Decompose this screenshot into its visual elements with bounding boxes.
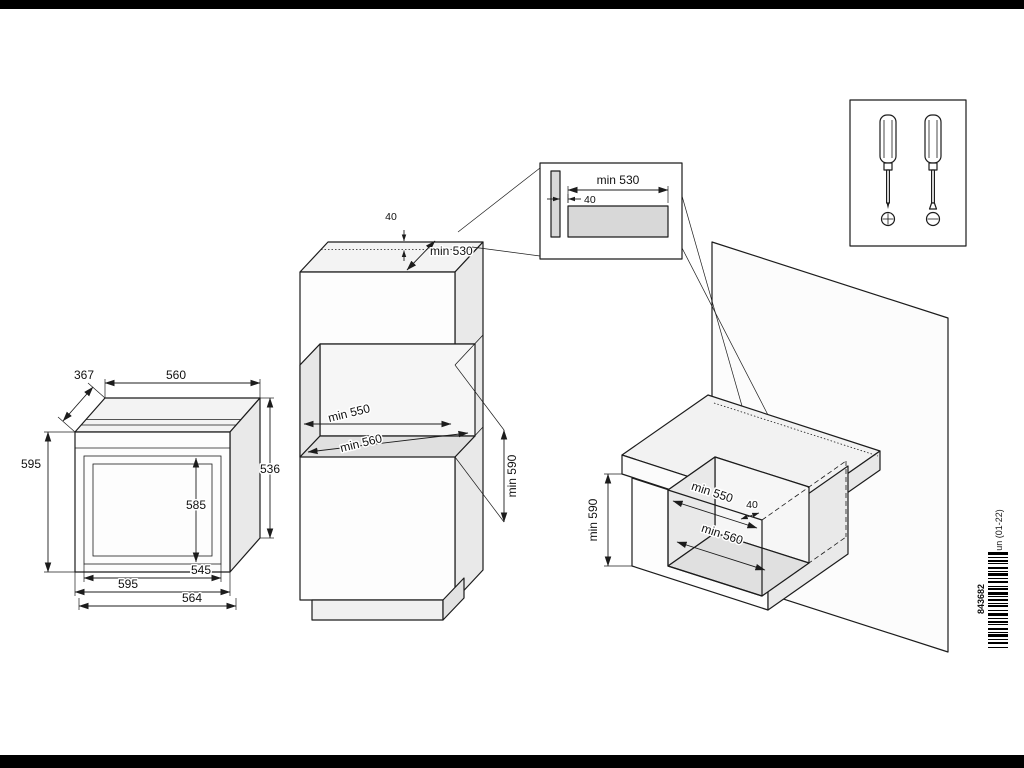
extension-line: [87, 382, 106, 399]
oven-top-face: [74, 397, 261, 433]
base-unit-niche-depth-dim-line: [676, 541, 766, 571]
screwdriver-tip: [886, 203, 890, 209]
detail-leader-line: [681, 247, 769, 416]
oven-depth-dim-label: 367: [74, 368, 94, 382]
hidden-edge-line: [761, 460, 847, 521]
base-unit-rear-gap-dim-line: [740, 512, 760, 520]
slotted-screwdriver-icon: [924, 114, 942, 227]
tall-unit-top-depth-dim-label: min 530: [430, 244, 473, 258]
extension-line: [454, 364, 505, 431]
detail-leader-line: [471, 246, 541, 257]
detail-rear-gap-label: 40: [584, 194, 596, 206]
detail-top-depth-dim-label: min 530: [597, 173, 640, 187]
screwdriver-handle: [879, 114, 897, 164]
extension-line: [57, 416, 76, 433]
oven-door-outline: [83, 455, 222, 565]
worktop-rear-gap-line: [713, 402, 879, 457]
screwdriver-shaft: [885, 169, 890, 204]
tall-unit-niche-back-wall: [319, 343, 476, 437]
oven-front-face: [74, 431, 231, 573]
oven-figure: 367 560 595 585 536 545 595 564: [19, 367, 282, 610]
tall-unit-plinth-front: [311, 599, 444, 621]
detail-top-panel-section: [567, 205, 669, 238]
screwdriver-blade: [928, 202, 938, 210]
phillips-screwdriver-icon: [879, 114, 897, 227]
doc-code-label: 843682: [976, 584, 986, 614]
extension-line: [454, 456, 505, 523]
tools-box: [849, 99, 967, 247]
detail-inset: min 530 40: [539, 162, 683, 260]
tall-unit-niche-depth-dim-line: [307, 430, 469, 455]
oven-inner-width-dim-label: 545: [191, 563, 211, 577]
base-unit-figure: min 590 min 550 40 min 560: [585, 195, 949, 653]
detail-leader-line: [681, 195, 743, 407]
oven-height-dim-label: 595: [21, 457, 41, 471]
tall-unit-plinth-side: [442, 577, 465, 621]
detail-leader-line: [457, 167, 541, 233]
oven-base-depth-dim-label: 564: [182, 591, 202, 605]
tall-unit-figure: 40 min 530 min 550 min 560 min 590: [299, 167, 541, 621]
base-unit-rear-gap-label: 40: [746, 499, 758, 511]
footer-barcode-block: un (01-22) 843682: [975, 508, 1008, 648]
screwdriver-handle: [924, 114, 942, 164]
revision-label: un (01-22): [994, 509, 1004, 551]
oven-door-glass: [92, 463, 213, 557]
oven-door-height-dim-label: 585: [186, 498, 206, 512]
oven-rear-height-dim-label: 536: [260, 462, 280, 476]
screwdriver-shaft: [930, 169, 935, 204]
oven-bottom-width-dim-label: 595: [118, 577, 138, 591]
base-unit-niche-height-dim-label: min 590: [586, 498, 600, 541]
tall-unit-niche-height-dim-label: min 590: [505, 454, 519, 497]
oven-width-dim-label: 560: [166, 368, 186, 382]
tall-unit-top-depth-dim-line: [406, 240, 436, 271]
screwdriver-ferrule: [883, 162, 893, 171]
detail-wall-section: [550, 170, 561, 238]
tall-unit-niche-floor: [299, 435, 476, 458]
tools-box-frame: [849, 99, 967, 247]
tall-unit-rear-gap-label: 40: [385, 211, 397, 223]
tall-unit-shelf-edge-line: [454, 334, 484, 366]
hidden-edge-line: [761, 536, 847, 597]
base-unit-niche-width-dim-line: [672, 500, 758, 529]
screwdriver-ferrule: [928, 162, 938, 171]
oven-depth-dim-line: [62, 386, 94, 422]
